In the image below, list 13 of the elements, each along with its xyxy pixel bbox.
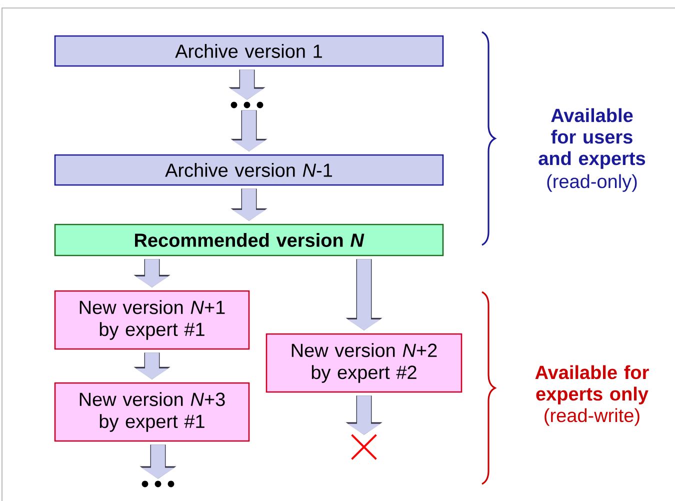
access-note: (read-only) — [547, 174, 637, 192]
cross-mark — [351, 434, 377, 460]
version-box: New version N+3 by expert #1 — [54, 382, 250, 442]
ellipsis-dots — [142, 480, 174, 488]
version-box: Archive version N-1 — [54, 154, 444, 186]
ellipsis-dots — [230, 102, 264, 108]
version-box: Archive version 1 — [54, 35, 444, 67]
version-box: New version N+1 by expert #1 — [54, 290, 250, 350]
version-box: Recommended version N — [54, 224, 444, 256]
access-note: (read-write) — [544, 408, 640, 426]
version-box: New version N+2 by expert #2 — [266, 333, 462, 393]
group-label: Available for users and experts — [538, 108, 646, 169]
group-label: Available for experts only — [535, 365, 649, 404]
